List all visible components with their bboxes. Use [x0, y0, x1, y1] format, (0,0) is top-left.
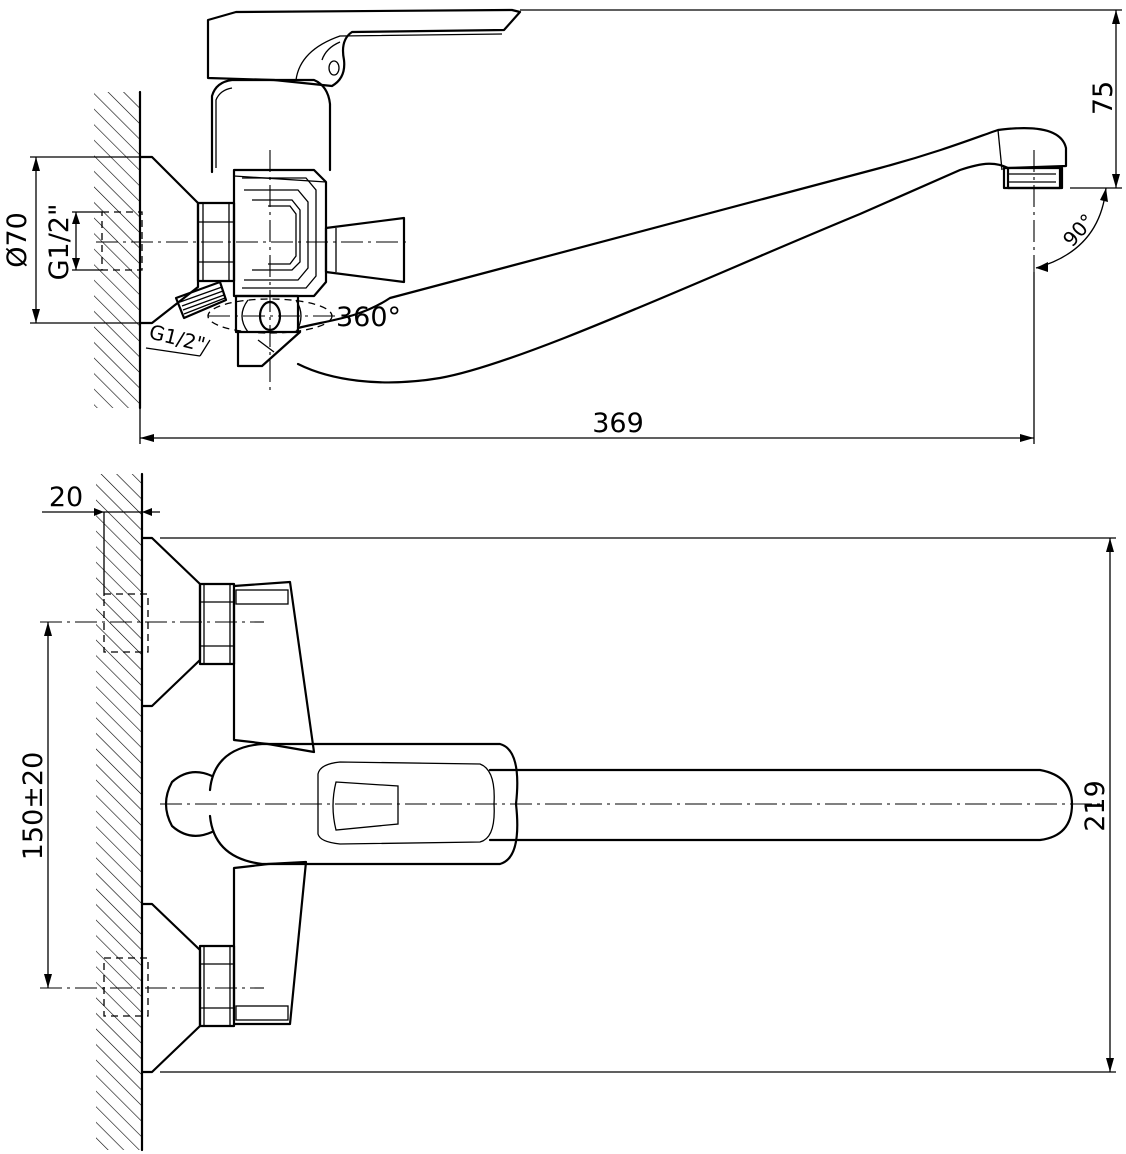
- spout-top: [488, 768, 1074, 842]
- dimension-center-distance: [44, 622, 52, 988]
- lower-body: [236, 330, 302, 368]
- label-center-distance: 150±20: [18, 752, 49, 861]
- dimension-wall-offset: [42, 508, 160, 596]
- label-spout-reach: 369: [592, 408, 644, 439]
- label-rotation: 360°: [336, 302, 401, 333]
- cartridge-housing: [210, 78, 332, 174]
- body-arm-lower: [232, 860, 308, 1026]
- spout: [296, 127, 1068, 384]
- dimension-spout-reach: [139, 272, 1035, 444]
- mixer-body: [232, 168, 328, 298]
- label-total-width: 219: [1080, 780, 1111, 832]
- body-arm-upper: [232, 580, 316, 754]
- wall-hatching-top: [94, 92, 140, 408]
- wall-hatching-bottom: [96, 474, 142, 1150]
- label-spout-angle: 90°: [1058, 209, 1100, 251]
- dimension-spout-angle: [1035, 187, 1108, 272]
- label-wall-thread: G1/2": [44, 204, 75, 281]
- dimension-handle-height: [520, 9, 1122, 189]
- dimension-total-width: [160, 537, 1116, 1073]
- top-view: 20: [18, 472, 1116, 1152]
- label-wall-offset: 20: [49, 482, 83, 513]
- label-handle-height: 75: [1088, 81, 1119, 115]
- label-hose-thread: G1/2": [147, 320, 208, 357]
- dimension-diameter: [30, 156, 140, 324]
- side-view: Ø70 G1/2" G1/2" 360° 75: [2, 8, 1122, 444]
- aerator: [1002, 166, 1062, 190]
- diverter-knob: [324, 216, 406, 284]
- hose-connection: [174, 280, 228, 320]
- lever-handle: [206, 8, 522, 88]
- dimension-wall-thread: [72, 211, 102, 271]
- label-diameter: Ø70: [2, 212, 33, 268]
